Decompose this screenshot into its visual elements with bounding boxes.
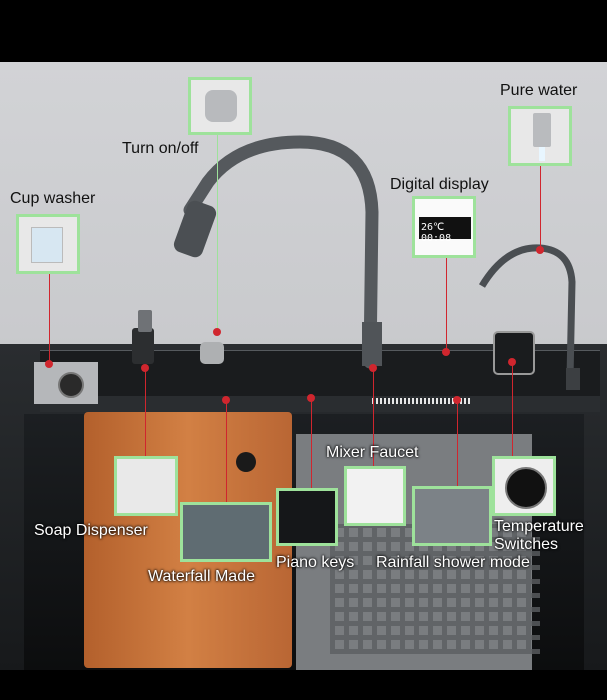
label-turn-on-off: Turn on/off (122, 140, 199, 157)
rainfall-shower-inset (412, 486, 492, 546)
turn-on-off-inset (188, 77, 252, 135)
waterfall-made-inset (180, 502, 272, 562)
pure-water-inset (508, 106, 572, 166)
label-cup-washer: Cup washer (10, 190, 96, 207)
label-switches: Switches (494, 536, 559, 553)
cup-washer-inset (16, 214, 80, 274)
label-soap-dispenser: Soap Dispenser (34, 522, 148, 539)
label-temperature: Temperature (494, 518, 584, 535)
soap-dispenser-inset (114, 456, 178, 516)
mixer-faucet-inset (344, 466, 406, 526)
temperature-switches-inset (492, 456, 556, 516)
label-rainfall-shower-mode: Rainfall shower mode (376, 554, 530, 571)
board-hole (236, 452, 256, 472)
label-digital-display: Digital display (390, 176, 489, 193)
rainfall-strip (372, 398, 472, 404)
label-waterfall-made: Waterfall Made (148, 568, 255, 585)
cup-washer-disc (58, 372, 84, 398)
label-pure-water: Pure water (500, 82, 578, 99)
mixer-faucet-graphic (132, 135, 580, 390)
label-piano-keys: Piano keys (276, 554, 355, 571)
display-time: 26℃ 00:08 (421, 222, 452, 244)
sink-photo: 26℃ 00:08 Turn on/off Pure water Cup was… (0, 62, 607, 670)
label-mixer-faucet: Mixer Faucet (326, 444, 419, 461)
digital-display-inset: 26℃ 00:08 (412, 196, 476, 258)
piano-keys-inset (276, 488, 338, 546)
